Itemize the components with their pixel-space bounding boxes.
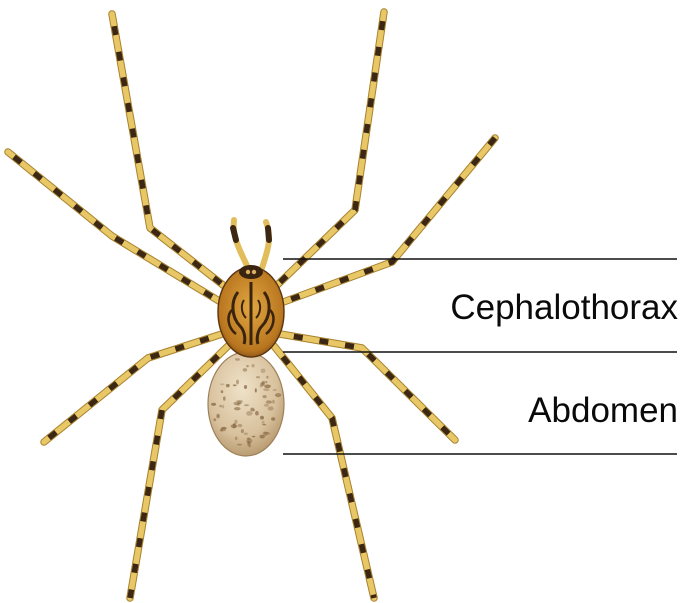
pedipalps bbox=[233, 220, 269, 268]
leg-left-2 bbox=[8, 152, 224, 304]
abdomen bbox=[208, 352, 284, 456]
leg-left-3 bbox=[44, 334, 222, 442]
leg-right-4 bbox=[274, 346, 374, 598]
abdomen-label: Abdomen bbox=[528, 393, 678, 428]
leg-right-2 bbox=[278, 138, 495, 304]
leg-right-1 bbox=[270, 12, 384, 292]
cephalothorax bbox=[218, 265, 284, 357]
cephalothorax-label: Cephalothorax bbox=[450, 290, 678, 325]
